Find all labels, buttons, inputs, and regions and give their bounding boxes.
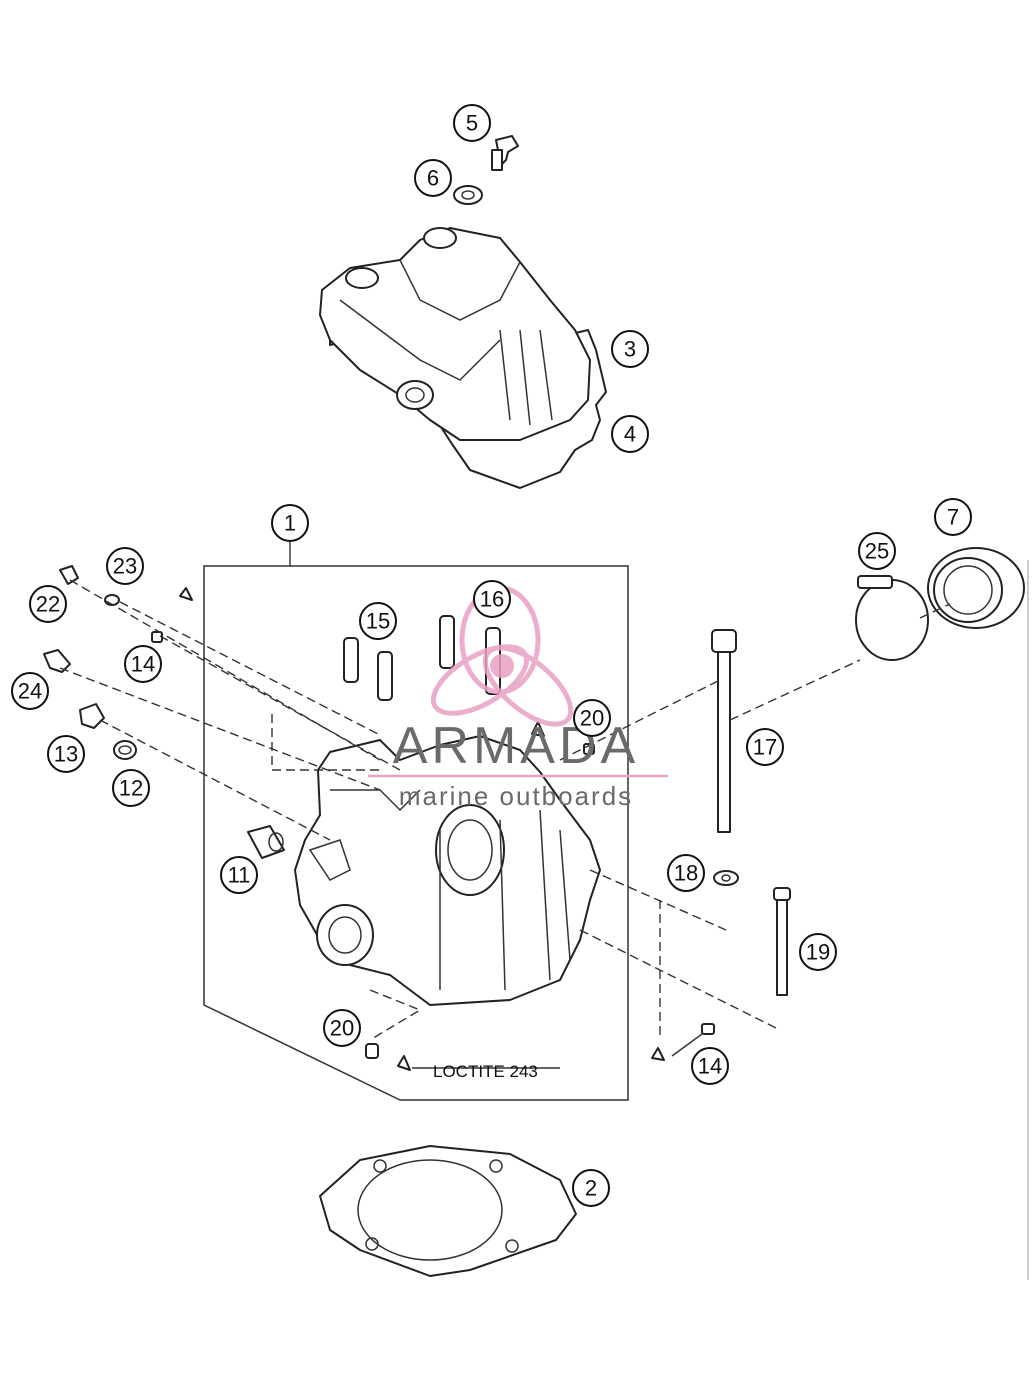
callout-6: 6 [414, 159, 452, 197]
fitting-20-lower [365, 1043, 411, 1071]
callout-7: 7 [934, 498, 972, 536]
callout-14-upper: 14 [124, 645, 162, 683]
fitting-24 [43, 649, 71, 673]
watermark-subtitle: marine outboards [399, 781, 633, 811]
sleeve-11 [247, 825, 285, 859]
callout-2: 2 [572, 1169, 610, 1207]
washer-18 [713, 870, 739, 886]
svg-text:3: 3 [624, 337, 636, 362]
svg-text:15: 15 [366, 609, 390, 634]
svg-text:11: 11 [228, 863, 251, 888]
svg-text:19: 19 [806, 940, 830, 965]
svg-text:14: 14 [131, 652, 155, 677]
intake-flange [927, 547, 1025, 629]
svg-text:2: 2 [585, 1176, 597, 1201]
callout-24: 24 [11, 672, 49, 710]
svg-text:6: 6 [427, 166, 439, 191]
bolt-19 [773, 887, 791, 996]
svg-text:24: 24 [18, 679, 42, 704]
callout-5: 5 [453, 104, 491, 142]
dowel-14-upper [151, 587, 193, 643]
svg-text:18: 18 [674, 861, 698, 886]
callout-16: 16 [473, 580, 511, 618]
valve-guide-15 [343, 637, 393, 701]
callout-15: 15 [359, 602, 397, 640]
cover-washer [453, 185, 483, 205]
svg-text:20: 20 [330, 1016, 354, 1041]
head-gasket [319, 1145, 577, 1277]
cylinder-head-group-frame [203, 565, 629, 1101]
callout-20-upper: 20 [573, 699, 611, 737]
callout-20-lower: 20 [323, 1009, 361, 1047]
cylinder-head [294, 735, 601, 1006]
svg-text:7: 7 [947, 505, 959, 530]
callout-4: 4 [611, 415, 649, 453]
svg-text:23: 23 [113, 554, 137, 579]
dowel-14-lower [651, 1023, 715, 1061]
washer-23 [104, 594, 120, 606]
svg-text:25: 25 [865, 539, 889, 564]
callout-23: 23 [106, 547, 144, 585]
svg-text:13: 13 [54, 742, 78, 767]
plug-13 [79, 703, 105, 729]
callout-11: 11 [220, 856, 258, 894]
svg-text:16: 16 [480, 587, 504, 612]
svg-text:1: 1 [284, 511, 296, 536]
svg-text:12: 12 [119, 776, 143, 801]
callout-18: 18 [667, 854, 705, 892]
callout-19: 19 [799, 933, 837, 971]
head-bolt-17 [711, 629, 737, 833]
ring-12 [113, 740, 137, 760]
svg-text:4: 4 [624, 422, 636, 447]
svg-text:17: 17 [753, 735, 777, 760]
callout-17: 17 [746, 728, 784, 766]
callout-3: 3 [611, 330, 649, 368]
svg-text:22: 22 [36, 592, 60, 617]
svg-text:5: 5 [466, 111, 478, 136]
callout-12: 12 [112, 769, 150, 807]
callout-14-lower: 14 [691, 1047, 729, 1085]
cover-screw [491, 135, 519, 171]
callout-25: 25 [858, 532, 896, 570]
hose-clamp [855, 575, 929, 661]
callout-13: 13 [47, 735, 85, 773]
valve-cover [319, 227, 591, 441]
callout-22: 22 [29, 585, 67, 623]
loctite-note: LOCTITE 243 [433, 1062, 538, 1081]
svg-text:14: 14 [698, 1054, 722, 1079]
armada-watermark: ARMADA marine outboards [368, 585, 668, 811]
fitting-22 [59, 565, 79, 585]
svg-text:20: 20 [580, 706, 604, 731]
callout-1: 1 [271, 504, 309, 542]
